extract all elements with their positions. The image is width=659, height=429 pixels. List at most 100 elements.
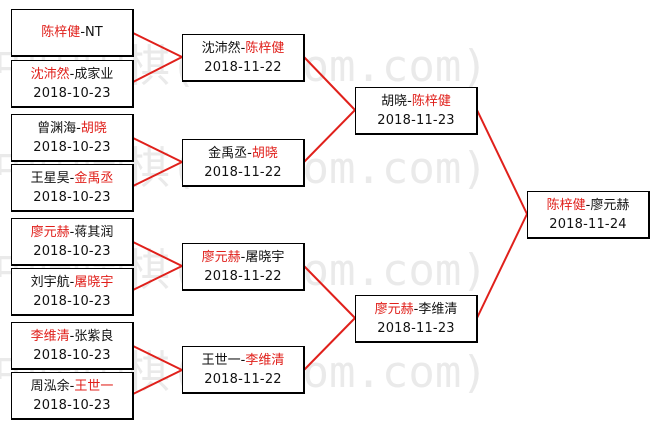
separator: - <box>69 170 75 186</box>
separator: - <box>240 40 246 56</box>
match-box-round3: 胡晓-陈梓健 2018-11-23 <box>355 87 478 135</box>
match-date: 2018-11-24 <box>549 216 627 232</box>
match-box-round1: 廖元赫-蒋其润 2018-10-23 <box>11 218 134 266</box>
loser-name: NT <box>85 25 103 40</box>
loser-name: 金禹丞 <box>208 145 248 161</box>
match-players: 陈梓健-廖元赫 <box>547 196 630 215</box>
match-box-round1: 周泓余-王世一 2018-10-23 <box>11 372 134 420</box>
match-players: 刘宇航-屠晓宇 <box>31 273 114 292</box>
match-box-round2: 金禹丞-胡晓 2018-11-22 <box>182 139 305 187</box>
connector-line <box>303 109 356 163</box>
separator: - <box>69 274 75 290</box>
connector-line <box>303 56 356 111</box>
match-date: 2018-10-23 <box>33 243 111 259</box>
separator: - <box>69 224 75 240</box>
connector-line <box>132 241 183 267</box>
match-date: 2018-10-23 <box>33 347 111 363</box>
match-box-round2: 沈沛然-陈梓健 2018-11-22 <box>182 34 305 82</box>
match-box-round1: 沈沛然-成家业 2018-10-23 <box>11 60 134 108</box>
connector-line <box>132 161 183 187</box>
winner-name: 沈沛然 <box>30 66 70 82</box>
separator: - <box>69 378 75 394</box>
match-players: 廖元赫-李维清 <box>375 300 458 319</box>
winner-name: 王世一 <box>74 378 114 394</box>
separator: - <box>76 120 81 136</box>
match-date: 2018-10-23 <box>33 139 111 155</box>
separator: - <box>69 328 75 344</box>
connector-line <box>132 56 183 83</box>
winner-name: 陈梓健 <box>411 93 451 109</box>
separator: - <box>240 249 246 265</box>
winner-name: 金禹丞 <box>74 170 114 186</box>
loser-name: 胡晓 <box>381 93 408 109</box>
separator: - <box>407 93 412 109</box>
match-players: 廖元赫-蒋其润 <box>31 223 114 242</box>
winner-name: 胡晓 <box>80 120 107 136</box>
winner-name: 李维清 <box>245 352 285 368</box>
match-date: 2018-11-22 <box>204 268 282 284</box>
loser-name: 张紫良 <box>74 328 114 344</box>
connector-line <box>132 137 183 163</box>
match-players: 周泓余-王世一 <box>31 377 114 396</box>
connector-line <box>476 213 528 319</box>
match-date: 2018-10-23 <box>33 293 111 309</box>
match-players: 王世一-李维清 <box>202 351 285 370</box>
match-players: 胡晓-陈梓健 <box>381 92 451 111</box>
winner-name: 陈梓健 <box>245 40 285 56</box>
match-box-round1: 李维清-张紫良 2018-10-23 <box>11 322 134 370</box>
separator: - <box>240 352 246 368</box>
loser-name: 蒋其润 <box>74 224 114 240</box>
winner-name: 廖元赫 <box>201 249 241 265</box>
loser-name: 廖元赫 <box>590 197 630 213</box>
match-players: 廖元赫-屠晓宇 <box>202 248 285 267</box>
winner-name: 陈梓健 <box>41 25 81 40</box>
match-players: 沈沛然-成家业 <box>31 65 114 84</box>
connector-line <box>132 369 183 395</box>
match-box-round1: 陈梓健-NT <box>11 9 134 57</box>
match-players: 曾渊海-胡晓 <box>37 119 107 138</box>
match-date: 2018-11-22 <box>204 59 282 75</box>
connector-line <box>132 265 183 291</box>
match-date: 2018-10-23 <box>33 397 111 413</box>
match-players: 沈沛然-陈梓健 <box>202 39 285 58</box>
loser-name: 刘宇航 <box>30 274 70 290</box>
match-date: 2018-11-22 <box>204 371 282 387</box>
match-date: 2018-10-23 <box>33 85 111 101</box>
match-players: 陈梓健-NT <box>41 23 102 42</box>
separator: - <box>413 301 419 317</box>
loser-name: 屠晓宇 <box>245 249 285 265</box>
match-box-round1: 王星昊-金禹丞 2018-10-23 <box>11 164 134 212</box>
separator: - <box>247 145 252 161</box>
match-date: 2018-11-23 <box>377 112 455 128</box>
winner-name: 胡晓 <box>251 145 278 161</box>
loser-name: 王星昊 <box>30 170 70 186</box>
connector-line <box>132 345 183 371</box>
match-players: 李维清-张紫良 <box>31 327 114 346</box>
match-box-round2: 廖元赫-屠晓宇 2018-11-22 <box>182 243 305 291</box>
match-box-round1: 刘宇航-屠晓宇 2018-10-23 <box>11 268 134 316</box>
connector-line <box>476 109 528 215</box>
winner-name: 屠晓宇 <box>74 274 114 290</box>
match-date: 2018-11-23 <box>377 320 455 336</box>
winner-name: 廖元赫 <box>30 224 70 240</box>
connector-line <box>303 317 356 371</box>
match-date: 2018-11-22 <box>204 164 282 180</box>
connector-line <box>132 32 183 58</box>
connector-line <box>303 265 356 319</box>
match-box-round1: 曾渊海-胡晓 2018-10-23 <box>11 114 134 162</box>
loser-name: 曾渊海 <box>37 120 77 136</box>
loser-name: 沈沛然 <box>201 40 241 56</box>
match-players: 金禹丞-胡晓 <box>208 144 278 163</box>
winner-name: 陈梓健 <box>546 197 586 213</box>
loser-name: 成家业 <box>74 66 114 82</box>
match-box-final: 陈梓健-廖元赫 2018-11-24 <box>527 191 650 239</box>
loser-name: 李维清 <box>418 301 458 317</box>
winner-name: 李维清 <box>30 328 70 344</box>
separator: - <box>69 66 75 82</box>
match-date: 2018-10-23 <box>33 189 111 205</box>
separator: - <box>80 25 86 40</box>
winner-name: 廖元赫 <box>374 301 414 317</box>
separator: - <box>585 197 591 213</box>
